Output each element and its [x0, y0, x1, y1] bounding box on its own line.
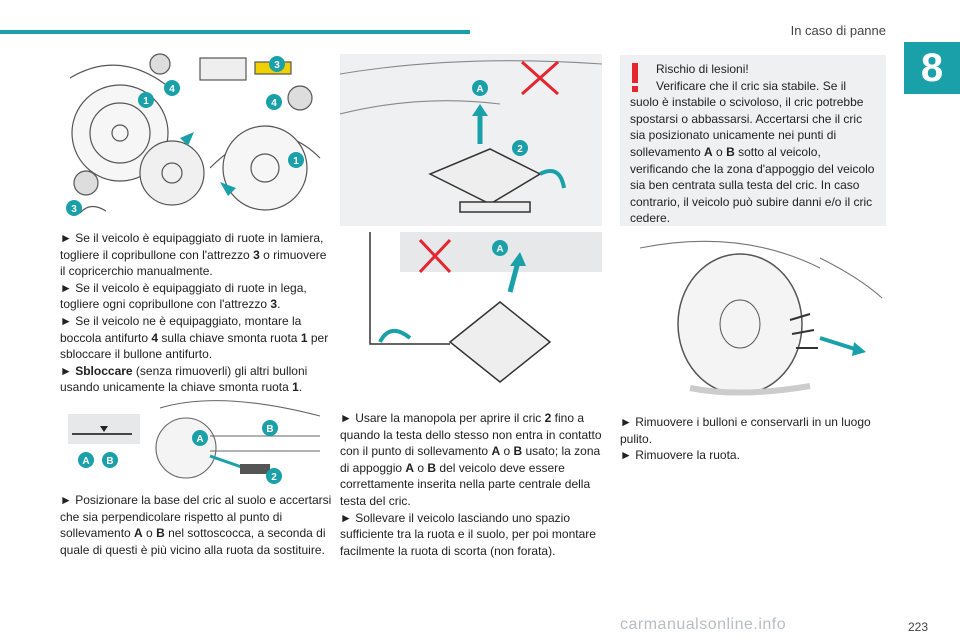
- fig1-callout-text: 4: [169, 84, 175, 95]
- instruction-line: ► Rimuovere i bulloni e conservarli in u…: [620, 415, 871, 446]
- warning-body: suolo è instabile o scivoloso, il cric p…: [630, 95, 875, 226]
- instruction-line: ► Se il veicolo è equipaggiato di ruote …: [60, 280, 307, 312]
- fig1-callout-text: 4: [271, 98, 277, 109]
- header-accent-bar: [0, 30, 470, 34]
- jack-lift-illustration-2: A: [369, 232, 602, 383]
- fig2-callout-text: A: [196, 434, 203, 445]
- fig2-callout-text: B: [106, 456, 113, 467]
- fig3-callout-text: A: [476, 84, 483, 95]
- page-number: 223: [907, 620, 928, 634]
- warning-line: Verificare che il cric sia stabile. Se i…: [656, 78, 847, 93]
- fig1-callout-text: 1: [293, 156, 299, 167]
- jack-lift-illustration: A 2: [339, 60, 603, 213]
- figure-jack-lift-2: A: [340, 232, 602, 404]
- wheel-tools-illustration: 1 4 3 4 1 3: [66, 53, 321, 216]
- col3-instructions: ► Rimuovere i bulloni e conservarli in u…: [620, 414, 886, 464]
- col2-instructions: ► Usare la manopola per aprire il cric 2…: [340, 410, 606, 559]
- warning-box: Rischio di lesioni! Verificare che il cr…: [620, 55, 886, 226]
- callout-1: [138, 92, 154, 108]
- figure-jack-position: A B A B 2: [60, 396, 328, 486]
- col1-jack-instruction: ► Posizionare la base del cric al suolo …: [60, 492, 332, 558]
- figure-wheel-removal: [620, 238, 886, 398]
- fig2-callout-text: A: [82, 456, 89, 467]
- watermark: carmanualsonline.info: [620, 616, 787, 633]
- fig2-callout-text: B: [266, 424, 273, 435]
- jack-position-illustration: A B A B 2: [68, 400, 321, 484]
- fig1-callout-text: 1: [143, 96, 149, 107]
- exclamation-icon: [632, 63, 638, 92]
- col1-instructions: ► Se il veicolo è equipaggiato di ruote …: [60, 230, 332, 396]
- section-title: In caso di panne: [790, 23, 886, 38]
- fig2-callout-text: 2: [271, 472, 277, 483]
- fig1-callout-text: 3: [274, 60, 280, 71]
- fig1-callout-text: 3: [71, 204, 77, 215]
- instruction-line: ► Sollevare il veicolo lasciando uno spa…: [340, 510, 596, 558]
- wheel-removal-illustration: [639, 240, 883, 396]
- instruction-line: ► Rimuovere la ruota.: [620, 448, 740, 463]
- instruction-line: ► Se il veicolo ne è equipaggiato, monta…: [60, 313, 329, 362]
- figure-wheel-tools: 1 4 3 4 1 3: [60, 48, 328, 218]
- figure-jack-lift-1: A 2: [339, 54, 603, 226]
- instruction-line: ► Se il veicolo è equipaggiato di ruote …: [60, 231, 327, 279]
- warning-title: Rischio di lesioni!: [656, 62, 749, 76]
- fig3-callout-text: 2: [517, 144, 523, 155]
- instruction-line: ► Posizionare la base del cric al suolo …: [60, 493, 332, 557]
- fig4-callout-text: A: [496, 244, 503, 255]
- instruction-line: ► Usare la manopola per aprire il cric 2…: [340, 411, 602, 508]
- instruction-line: ► Sbloccare (senza rimuoverli) gli altri…: [60, 363, 308, 395]
- chapter-badge: 8: [904, 42, 960, 94]
- warning-text: Rischio di lesioni! Verificare che il cr…: [620, 61, 886, 227]
